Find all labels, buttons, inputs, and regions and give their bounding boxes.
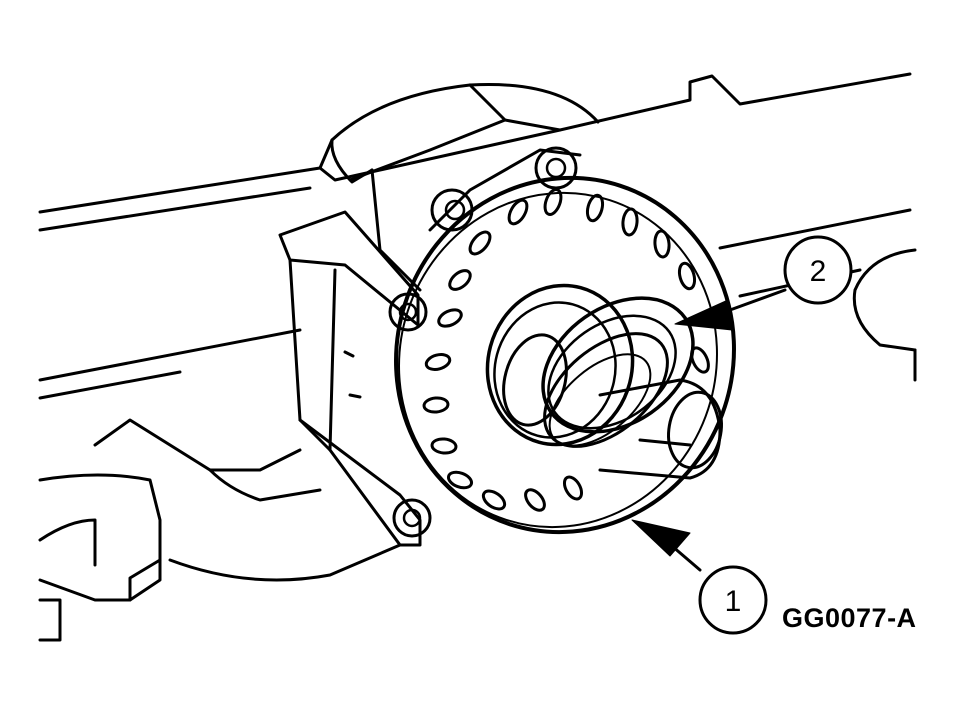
sensor-ring <box>394 175 736 535</box>
callout-2-number: 2 <box>810 255 827 288</box>
callout-1: 1 <box>698 565 768 635</box>
callout-2: 2 <box>783 235 853 305</box>
housing-right-cover <box>852 248 917 382</box>
figure-id-label: GG0077-A <box>782 603 917 633</box>
hub-shaft <box>485 283 723 480</box>
lower-bracket <box>38 418 402 642</box>
callout-1-number: 1 <box>725 585 742 618</box>
callout-2-leader <box>674 288 787 331</box>
callout-1-leader <box>631 519 702 572</box>
spring-retainer <box>541 296 695 448</box>
